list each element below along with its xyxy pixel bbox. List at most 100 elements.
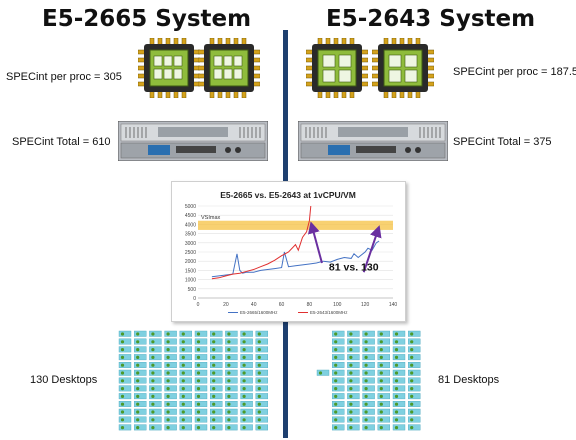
desktop-icon xyxy=(149,330,162,337)
desktop-icon xyxy=(407,354,421,361)
desktop-icon xyxy=(347,362,360,368)
chart-series xyxy=(211,205,380,280)
desktop-icon xyxy=(392,400,406,407)
desktop-icon xyxy=(377,393,390,400)
chart-title: E5-2665 vs. E5-2643 at 1vCPU/VM xyxy=(220,190,356,200)
desktop-icon xyxy=(209,369,223,376)
desktop-icon xyxy=(392,330,406,337)
y-tick-label: 3500 xyxy=(185,232,196,238)
desktop-icon xyxy=(255,362,269,368)
right-desktop-grid xyxy=(316,330,425,434)
desktop-icon xyxy=(407,393,421,400)
desktop-icon xyxy=(392,393,406,400)
desktop-icon xyxy=(225,369,238,376)
desktop-icon xyxy=(377,385,390,392)
desktop-icon xyxy=(149,416,162,423)
x-tick-label: 0 xyxy=(197,302,200,308)
desktop-icon xyxy=(134,416,147,423)
desktop-icon xyxy=(332,416,345,423)
cpu-chip-icon xyxy=(306,38,368,98)
desktop-icon xyxy=(134,346,147,353)
desktop-icon xyxy=(209,362,223,368)
desktop-icons xyxy=(118,330,269,431)
desktop-icon xyxy=(392,416,406,423)
desktop-icon xyxy=(149,362,162,368)
desktop-icon xyxy=(194,393,208,400)
vsimax-label: VSImax xyxy=(201,215,221,221)
desktop-icon xyxy=(149,393,162,400)
desktop-icon xyxy=(407,338,421,345)
desktop-icon xyxy=(225,408,238,415)
x-tick-label: 80 xyxy=(307,302,313,308)
desktop-icon xyxy=(194,408,208,415)
desktop-icon xyxy=(392,424,406,431)
desktop-icon xyxy=(377,424,390,431)
desktop-icon xyxy=(179,377,192,384)
desktop-icon xyxy=(332,400,345,407)
desktop-icon xyxy=(194,362,208,368)
cpu-chip-icon xyxy=(138,38,200,98)
desktop-icon xyxy=(377,408,390,415)
desktop-icon xyxy=(209,393,223,400)
desktop-icon xyxy=(347,424,360,431)
x-tick-label: 60 xyxy=(279,302,285,308)
desktop-icon xyxy=(240,346,253,353)
desktop-icon xyxy=(392,346,406,353)
desktop-icon xyxy=(194,354,208,361)
desktop-icon xyxy=(225,377,238,384)
desktop-icon xyxy=(347,385,360,392)
desktop-icon xyxy=(194,377,208,384)
desktop-icon xyxy=(240,354,253,361)
desktop-icon xyxy=(209,416,223,423)
desktop-icon xyxy=(209,354,223,361)
desktop-icon xyxy=(407,330,421,337)
desktop-icon xyxy=(118,362,132,368)
desktop-icon xyxy=(179,362,192,368)
desktop-icon xyxy=(362,385,375,392)
desktop-icon xyxy=(118,330,132,337)
desktop-icon xyxy=(255,330,269,337)
right-specint-total: SPECint Total = 375 xyxy=(453,136,552,148)
desktop-icon xyxy=(377,369,390,376)
desktop-icon xyxy=(179,338,192,345)
desktop-icon xyxy=(194,330,208,337)
desktop-icon xyxy=(332,408,345,415)
desktop-icon xyxy=(392,385,406,392)
desktop-icon xyxy=(118,393,132,400)
desktop-icon xyxy=(255,338,269,345)
desktop-icon xyxy=(209,330,223,337)
desktop-icon xyxy=(164,362,177,368)
desktop-icon xyxy=(225,393,238,400)
y-tick-label: 1500 xyxy=(185,268,196,274)
desktop-icon xyxy=(362,346,375,353)
desktop-icon xyxy=(255,369,269,376)
chart-arrows xyxy=(307,221,382,273)
chart-grid xyxy=(198,205,393,299)
desktop-icon xyxy=(194,338,208,345)
cpu-chip-icon xyxy=(372,38,434,98)
desktop-icon xyxy=(179,330,192,337)
desktop-icon xyxy=(134,385,147,392)
desktop-icon xyxy=(179,354,192,361)
desktop-icon xyxy=(362,338,375,345)
desktop-icon xyxy=(362,408,375,415)
desktop-icon xyxy=(362,400,375,407)
x-tick-label: 140 xyxy=(389,302,398,308)
desktop-icon xyxy=(179,385,192,392)
desktop-icon xyxy=(194,346,208,353)
left-specint-per-proc: SPECint per proc = 305 xyxy=(6,71,122,83)
desktop-icon xyxy=(194,424,208,431)
desktop-icon xyxy=(225,424,238,431)
desktop-icon xyxy=(347,416,360,423)
desktop-icon xyxy=(225,346,238,353)
desktop-icon xyxy=(225,416,238,423)
desktop-icon xyxy=(225,330,238,337)
desktop-icon xyxy=(377,400,390,407)
desktop-icon xyxy=(332,369,345,376)
chart-ticks: 0500100015002000250030003500400045005000… xyxy=(185,204,398,308)
desktop-icon xyxy=(134,338,147,345)
desktop-icon xyxy=(134,362,147,368)
desktop-icon xyxy=(255,416,269,423)
desktop-icon xyxy=(255,393,269,400)
desktop-icon xyxy=(332,362,345,368)
